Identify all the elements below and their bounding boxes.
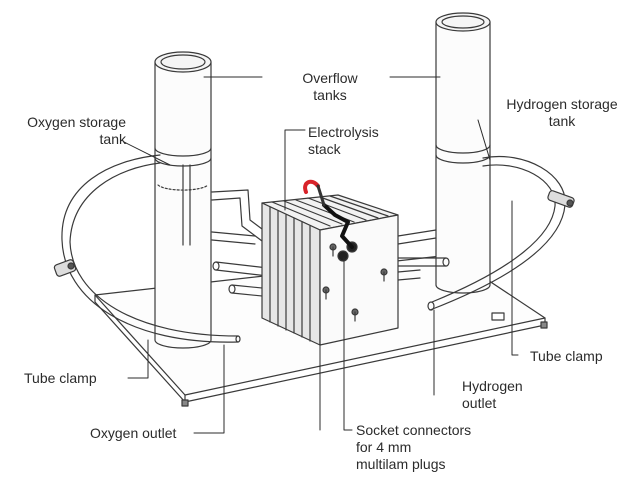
oxygen-storage-tank bbox=[154, 51, 212, 349]
socket-connectors-label: Socket connectors for 4 mm multilam plug… bbox=[356, 422, 472, 472]
hydrogen-storage-tank bbox=[435, 12, 491, 294]
tube-clamp-left-label: Tube clamp bbox=[24, 370, 97, 386]
overflow-tanks-label: Overflow tanks bbox=[302, 70, 358, 103]
oxygen-storage-tank-label: Oxygen storage tank bbox=[27, 114, 126, 147]
socket-connectors bbox=[303, 179, 358, 262]
hydrogen-storage-tank-label: Hydrogen storage tank bbox=[506, 96, 618, 129]
hydrogen-outlet-label: Hydrogen outlet bbox=[462, 378, 523, 411]
tube-clamp-right-icon bbox=[547, 190, 575, 208]
tube-clamp-left-icon bbox=[53, 259, 77, 277]
oxygen-outlet-label: Oxygen outlet bbox=[90, 425, 177, 441]
right-pipes bbox=[397, 229, 450, 281]
electrolysis-stack bbox=[261, 194, 399, 346]
oxygen-outlet-tube bbox=[61, 154, 241, 343]
leader-lines bbox=[123, 76, 519, 434]
electrolysis-stack-label: Electrolysis stack bbox=[308, 124, 379, 157]
tube-clamp-right-label: Tube clamp bbox=[530, 348, 603, 364]
